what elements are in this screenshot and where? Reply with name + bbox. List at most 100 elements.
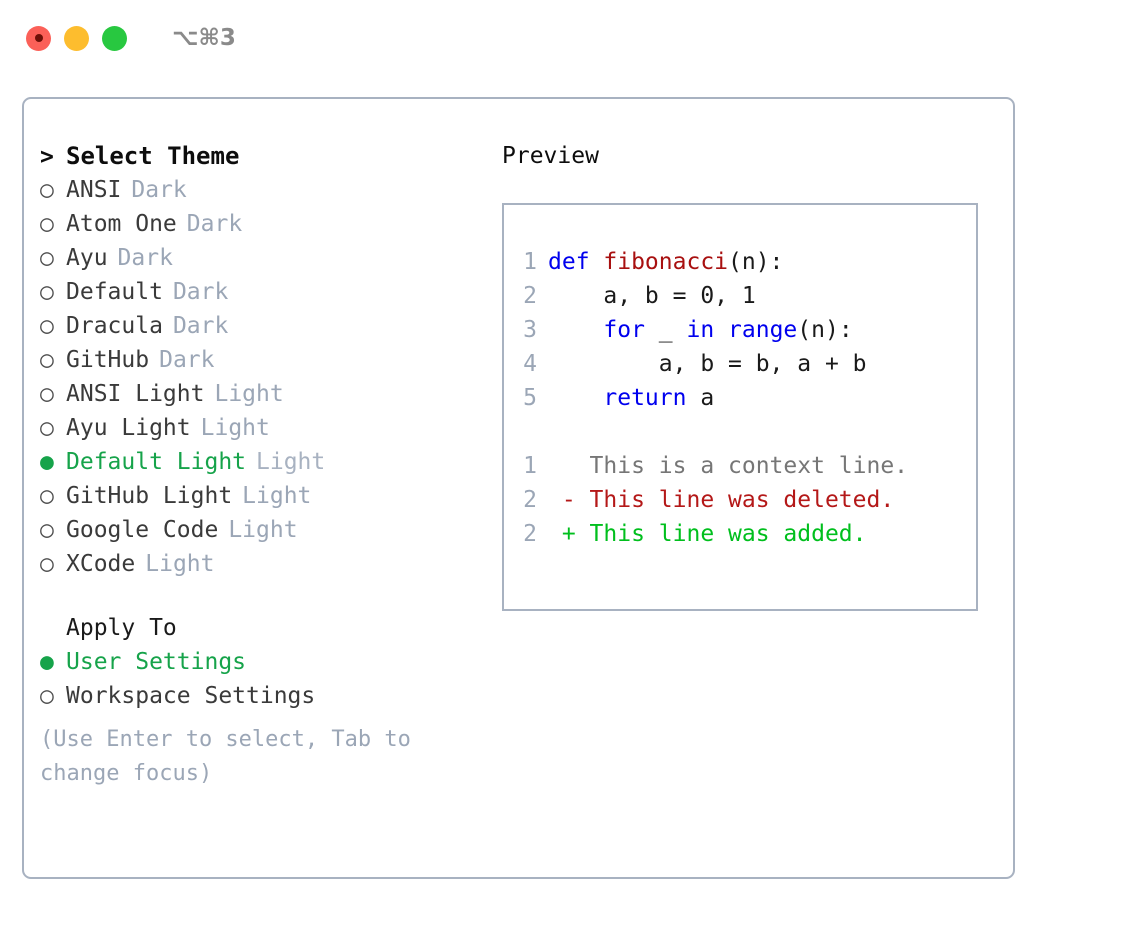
radio-unselected-icon: ○ xyxy=(40,211,54,237)
line-number: 1 xyxy=(523,453,537,479)
code-line-text: - This line was deleted. xyxy=(548,483,894,517)
theme-mode-badge: Light xyxy=(200,415,270,441)
radio-selected-icon: ● xyxy=(40,649,54,675)
theme-mode-badge: Dark xyxy=(159,347,215,373)
theme-name: Atom One xyxy=(66,211,177,237)
code-token xyxy=(548,385,603,411)
theme-name: ANSI Light xyxy=(66,381,205,407)
line-number: 3 xyxy=(523,317,537,343)
select-theme-heading: > Select Theme xyxy=(40,139,500,173)
close-button[interactable] xyxy=(26,25,51,51)
keyboard-hint-text: (Use Enter to select, Tab to change focu… xyxy=(40,727,411,786)
code-line: 2 a, b = 0, 1 xyxy=(504,279,976,313)
theme-mode-badge: Dark xyxy=(186,211,243,237)
code-line-text: for _ in range(n): xyxy=(548,313,852,347)
minimize-button[interactable] xyxy=(64,25,89,51)
radio-unselected-icon: ○ xyxy=(40,313,54,339)
theme-mode-badge: Dark xyxy=(131,177,187,203)
maximize-button[interactable] xyxy=(102,25,127,51)
apply-to-label: Apply To xyxy=(66,615,177,641)
diff-line: 1 This is a context line. xyxy=(504,449,976,483)
code-token: def xyxy=(548,249,604,275)
code-token: fibonacci xyxy=(603,249,729,275)
theme-mode-badge: Light xyxy=(145,551,215,577)
spacer-icon: ○ xyxy=(40,611,66,645)
radio-unselected-icon: ○ xyxy=(40,279,54,305)
title-bar: ⌥⌘3 xyxy=(0,0,1140,76)
code-line: 4 a, b = b, a + b xyxy=(504,347,976,381)
code-line-text: return a xyxy=(548,381,714,415)
radio-unselected-icon: ○ xyxy=(40,683,54,709)
theme-name: GitHub Light xyxy=(66,483,233,509)
line-number: 2 xyxy=(523,487,537,513)
theme-name: GitHub xyxy=(66,347,150,373)
code-line-text: + This line was added. xyxy=(548,517,867,551)
apply-to-option-label: Workspace Settings xyxy=(66,683,316,709)
diff-line: 2 + This line was added. xyxy=(504,517,976,551)
theme-mode-badge: Light xyxy=(242,483,312,509)
radio-unselected-icon: ○ xyxy=(40,245,54,271)
code-line: 1 def fibonacci(n): xyxy=(504,245,976,279)
theme-list-item[interactable]: ○ Ayu Dark xyxy=(40,241,500,275)
theme-mode-badge: Dark xyxy=(172,279,229,305)
radio-unselected-icon: ○ xyxy=(40,381,54,407)
apply-to-option-label: User Settings xyxy=(66,649,247,675)
theme-list-item[interactable]: ○ Default Dark xyxy=(40,275,500,309)
theme-name: Google Code xyxy=(66,517,219,543)
line-number: 4 xyxy=(523,351,537,377)
code-token: This is a context line. xyxy=(548,453,909,479)
code-token xyxy=(714,317,728,343)
theme-list-item[interactable]: ○ Dracula Dark xyxy=(40,309,500,343)
keyboard-shortcut-label: ⌥⌘3 xyxy=(172,25,236,51)
theme-list-item[interactable]: ○ XCode Light xyxy=(40,547,500,581)
apply-to-list: ● User Settings ○ Workspace Settings xyxy=(40,645,500,713)
theme-mode-badge: Dark xyxy=(172,313,229,339)
code-line-text: a, b = b, a + b xyxy=(548,347,867,381)
code-token: range xyxy=(728,317,798,343)
line-number: 2 xyxy=(523,283,537,309)
apply-to-option[interactable]: ● User Settings xyxy=(40,645,500,679)
code-token: for xyxy=(603,317,645,343)
theme-name: Ayu xyxy=(66,245,108,271)
line-number: 1 xyxy=(523,249,537,275)
theme-name: XCode xyxy=(66,551,136,577)
code-line: 5 return a xyxy=(504,381,976,415)
preview-title: Preview xyxy=(502,143,599,169)
code-token: (n): xyxy=(728,249,784,275)
theme-mode-badge: Light xyxy=(214,381,284,407)
radio-unselected-icon: ○ xyxy=(40,551,54,577)
radio-unselected-icon: ○ xyxy=(40,177,54,203)
diff-line: 2 - This line was deleted. xyxy=(504,483,976,517)
theme-list-item[interactable]: ○ Atom One Dark xyxy=(40,207,500,241)
theme-mode-badge: Light xyxy=(256,449,326,475)
theme-name: Dracula xyxy=(66,313,163,339)
theme-mode-badge: Light xyxy=(228,517,298,543)
code-token: _ xyxy=(644,317,687,343)
radio-selected-icon: ● xyxy=(40,449,54,475)
code-token: - This line was deleted. xyxy=(548,487,895,513)
theme-list-item[interactable]: ○ ANSI Light Light xyxy=(40,377,500,411)
apply-to-option[interactable]: ○ Workspace Settings xyxy=(40,679,500,713)
code-token: in xyxy=(686,317,715,343)
code-token: a, b = 0, 1 xyxy=(548,283,756,309)
code-token: + This line was added. xyxy=(548,521,867,547)
line-number: 5 xyxy=(523,385,537,411)
code-line: 3 for _ in range(n): xyxy=(504,313,976,347)
code-token: return xyxy=(603,385,687,411)
theme-name: Default xyxy=(66,279,163,305)
theme-mode-badge: Dark xyxy=(117,245,173,271)
code-line-text: a, b = 0, 1 xyxy=(548,279,756,313)
radio-unselected-icon: ○ xyxy=(40,415,54,441)
